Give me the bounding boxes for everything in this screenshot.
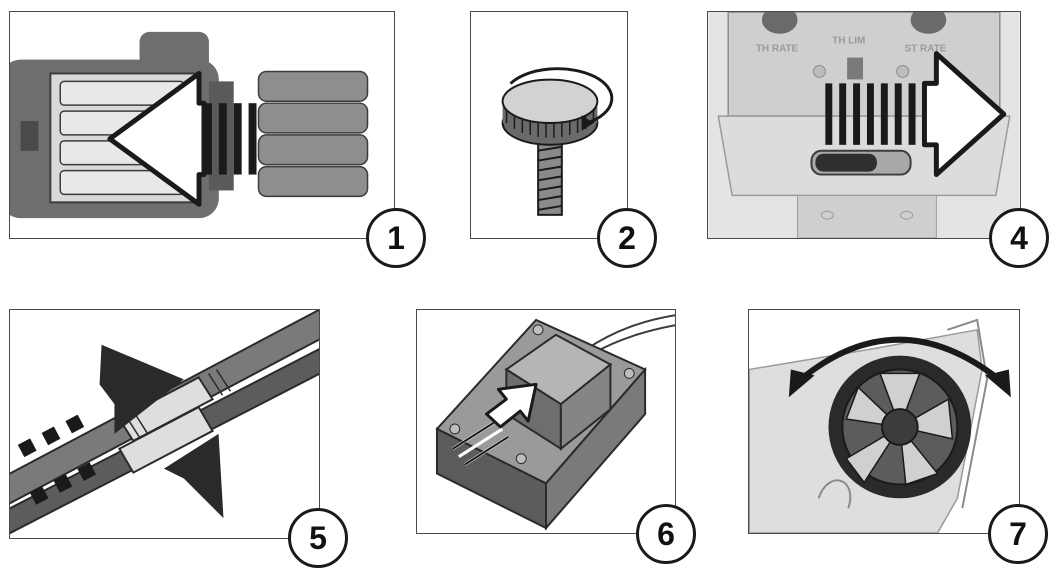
antenna-wire [585,314,675,351]
turn-arrow-icon [798,336,1001,382]
transmitter-switch-illustration: TH RATE TH LIM ST RATE [708,12,1020,238]
switch-on-arrow-icon [921,51,1007,178]
step-number-badge: 6 [636,504,696,564]
step-number-badge: 1 [366,208,426,268]
th-rate-label: TH RATE [756,44,799,55]
step-5-panel [9,309,320,539]
th-lim-label: TH LIM [832,36,865,47]
step-6-panel [416,309,676,534]
dial-knob [910,12,947,34]
step-number-badge: 2 [597,208,657,268]
aa-battery [257,165,369,198]
arrow-stripes [203,103,257,175]
trigger [817,479,852,509]
step-4-panel: TH RATE TH LIM ST RATE [707,11,1021,239]
rotate-arrow-icon [509,67,614,125]
thumb-screw-illustration [501,67,614,216]
st-rate-label: ST RATE [905,44,947,55]
step-number-badge: 7 [988,504,1048,564]
screw [449,423,461,435]
step-1-panel [9,11,395,239]
push-arrow-icon [164,433,224,519]
steering-wheel-illustration [749,318,1011,533]
insert-arrow-icon [107,70,207,207]
step-number-badge: 4 [989,208,1049,268]
aa-battery [257,70,369,102]
wheel-spokes [845,372,954,486]
arrow-stripes [17,414,97,505]
power-switch-slider [815,153,877,172]
step-2-panel [470,11,628,239]
step-7-panel [748,309,1020,534]
screw [515,453,527,465]
screw [623,367,635,379]
dial-knob [761,12,798,34]
th-lim-switch [847,57,864,80]
aa-battery [257,134,369,166]
aa-battery [257,102,369,134]
screw [532,324,544,336]
push-arrow-icon [99,344,184,434]
arrow-stripes [825,83,916,145]
battery-insertion-illustration [10,31,369,219]
wheel-hub [881,408,919,446]
press-arrow-icon [485,382,538,429]
connector-plug [118,405,214,474]
receiver-illustration [435,314,675,531]
step-number-badge: 5 [288,508,348,568]
screw-head-top [501,78,599,125]
connector-illustration [10,310,319,535]
transmitter-top [139,31,209,72]
